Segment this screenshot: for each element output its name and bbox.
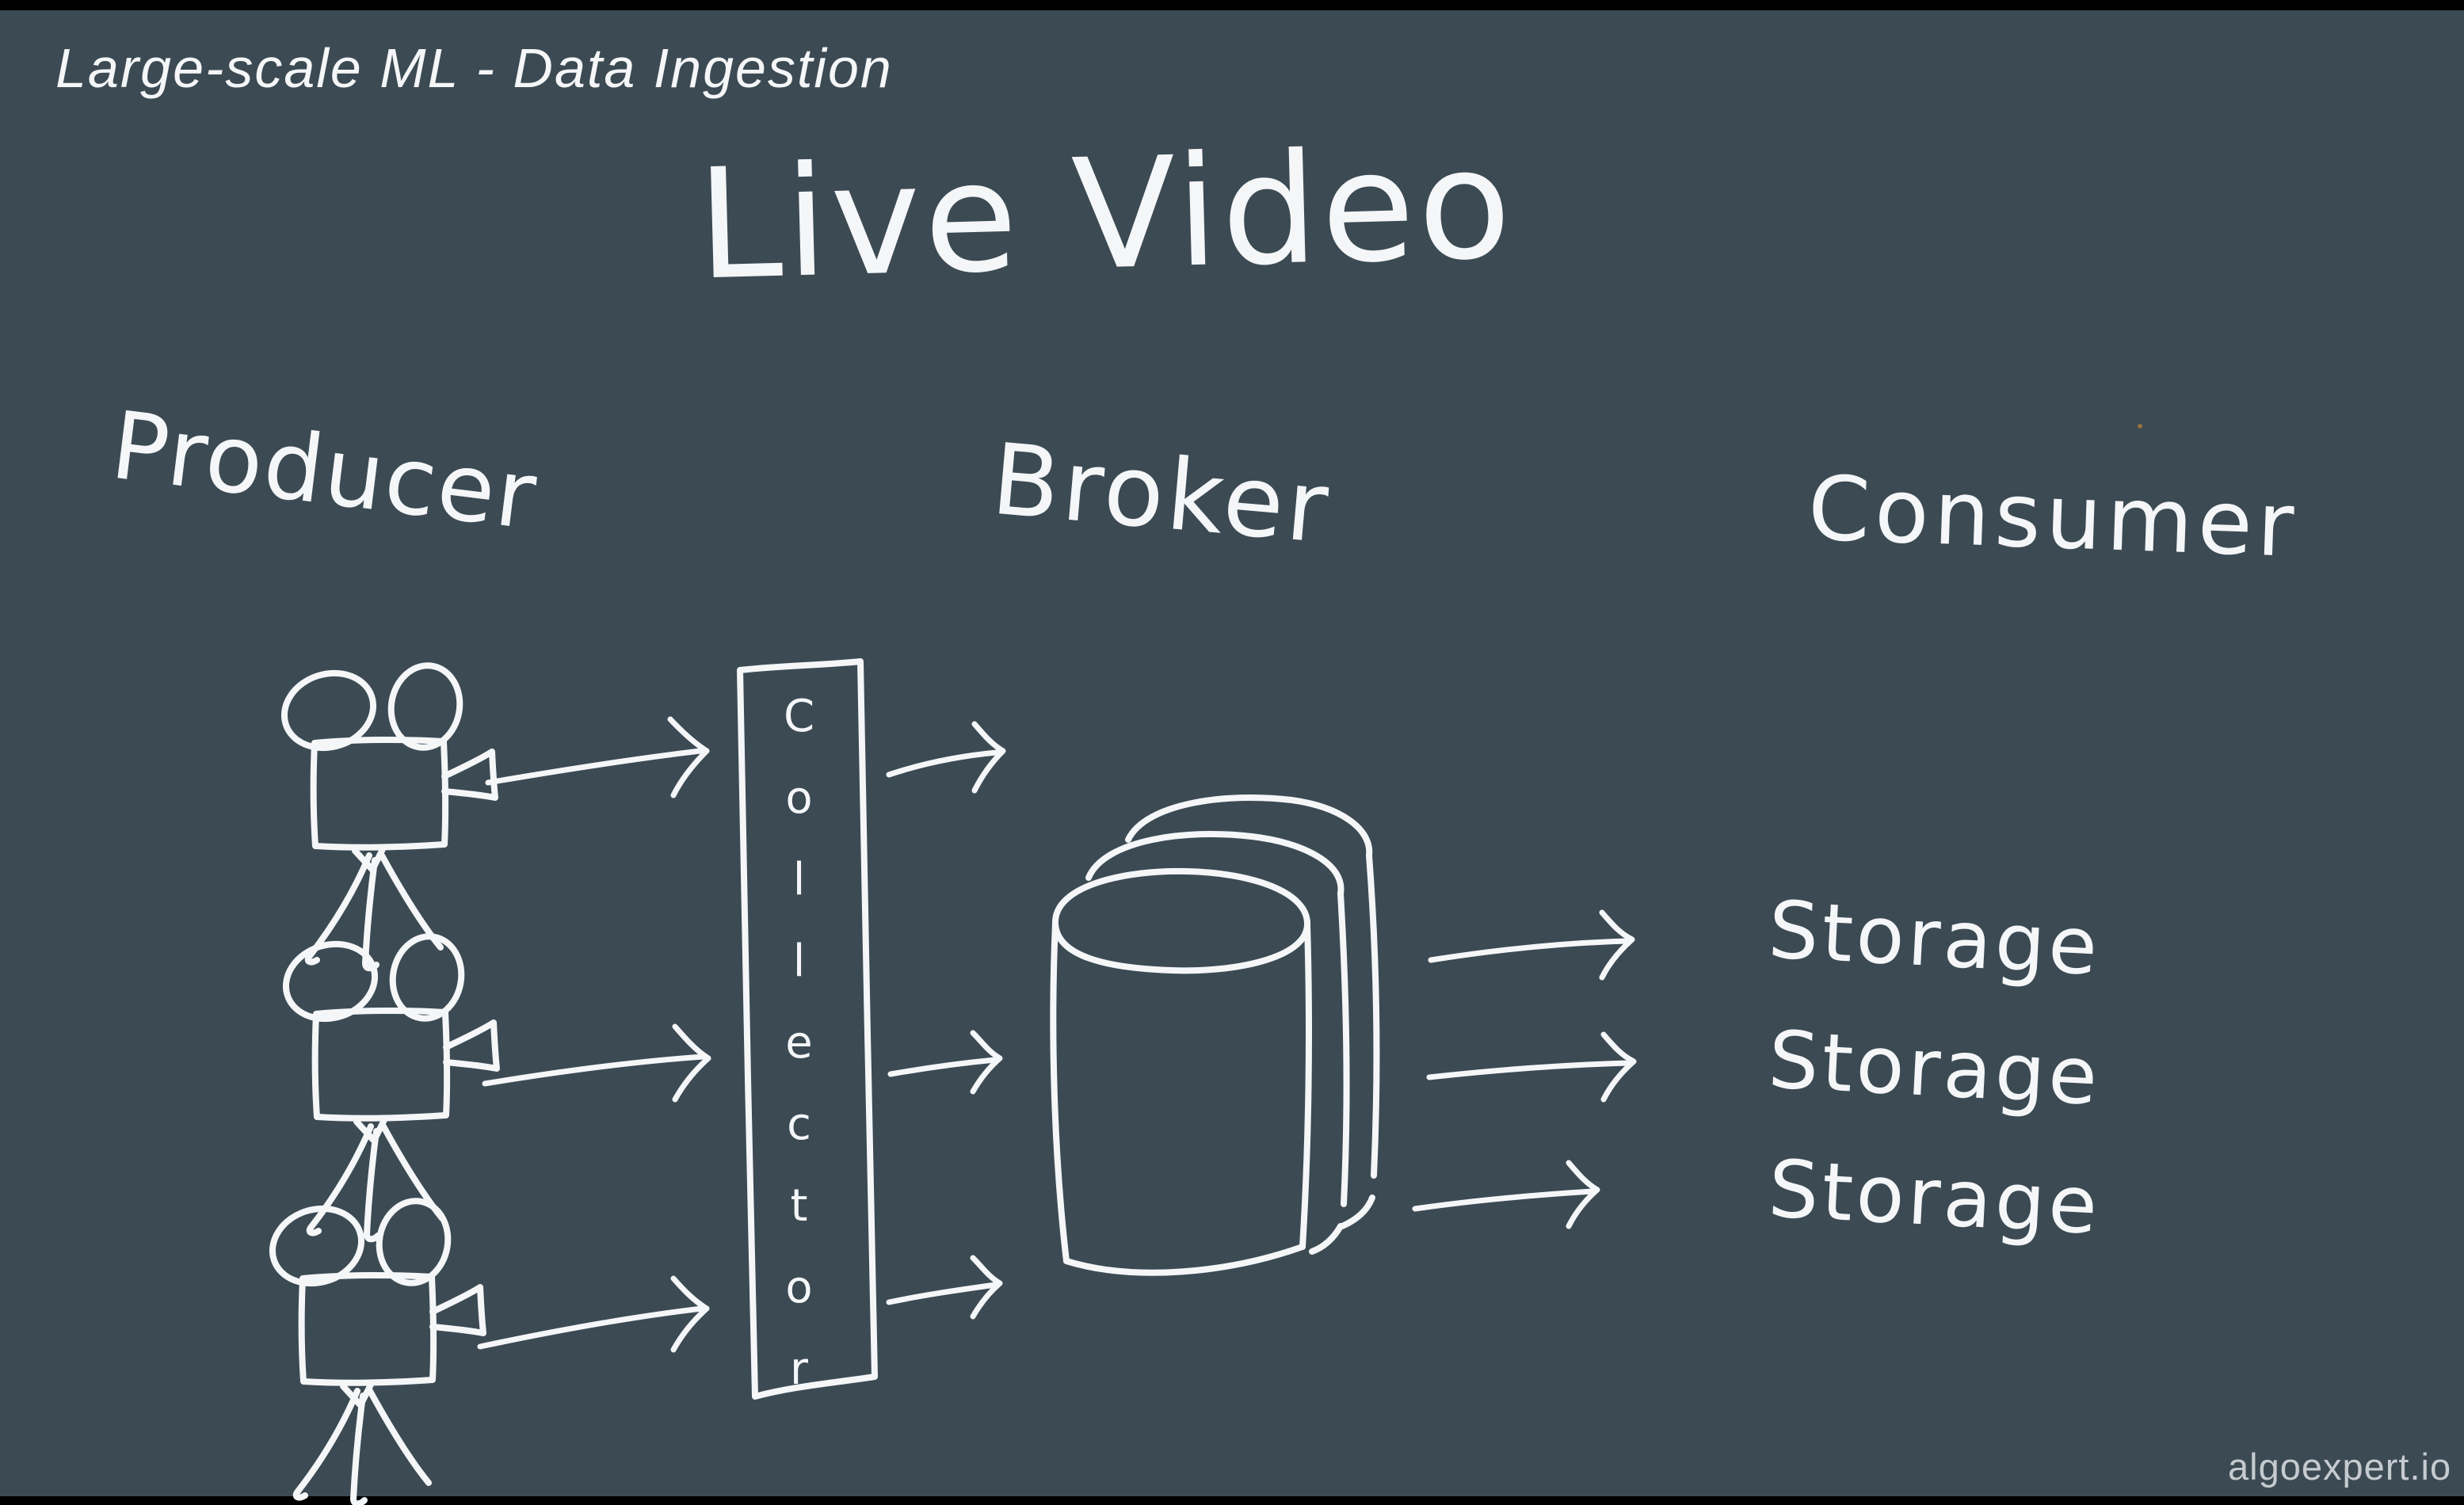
arrow-icon: [477, 1275, 710, 1353]
slide-title: Large-scale ML - Data Ingestion: [55, 37, 893, 99]
consumer-label: Consumer: [1806, 457, 2301, 577]
stray-mark: [2138, 424, 2142, 429]
arrow-icon: [886, 1255, 1003, 1320]
collector-label: Collector: [773, 691, 825, 1425]
arrow-icon: [482, 1023, 711, 1103]
collector-to-broker-arrows: [886, 721, 1006, 1320]
producer-to-collector-arrows: [477, 716, 711, 1353]
bottom-letterbox-bar: [0, 1496, 2464, 1505]
arrow-icon: [1426, 1031, 1637, 1103]
arrow-icon: [1428, 909, 1635, 981]
camera-icon: [275, 660, 495, 968]
storage-label: Storage: [1766, 883, 2104, 993]
broker-to-storage-arrows: [1412, 909, 1637, 1229]
collector-box: [737, 658, 878, 1400]
arrow-icon: [485, 716, 710, 798]
top-letterbox-bar: [0, 0, 2464, 10]
storage-label: Storage: [1766, 1013, 2104, 1123]
camera-icon: [277, 931, 497, 1239]
broker-queue-icon: [1050, 794, 1380, 1276]
producer-cameras: [263, 660, 497, 1503]
storage-label: Storage: [1766, 1142, 2104, 1252]
arrow-icon: [1412, 1160, 1600, 1229]
arrow-icon: [887, 1030, 1003, 1095]
watermark: algoexpert.io: [2228, 1446, 2452, 1488]
arrow-icon: [886, 721, 1006, 794]
diagram-heading: Live Video: [695, 116, 1516, 314]
